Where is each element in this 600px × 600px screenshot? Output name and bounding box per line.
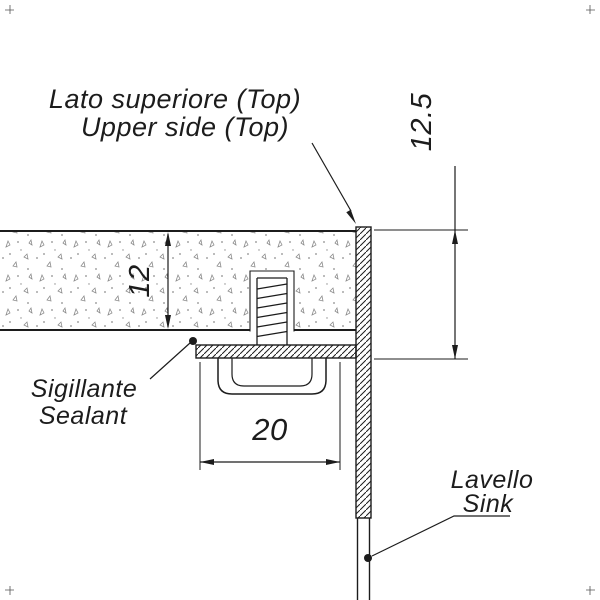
- countertop-section-fill: [0, 232, 356, 329]
- dim-arrow-down: [165, 315, 171, 329]
- frame-corner-ticks: [5, 5, 595, 595]
- leader-arrowhead: [346, 209, 356, 224]
- countertop-outline: [0, 230, 356, 331]
- label-sealant-english: Sealant: [39, 402, 128, 430]
- dimension-clamp-width: [199, 362, 341, 470]
- fixing-screw: [256, 277, 288, 345]
- leader-sink: [364, 515, 510, 562]
- dim-arrow-up: [165, 232, 171, 246]
- dim-arrow-up: [452, 230, 458, 244]
- label-sink-italian: Lavello: [451, 466, 534, 494]
- label-upper-side-english: Upper side (Top): [81, 112, 289, 142]
- dim-arrow-down: [452, 345, 458, 359]
- sink-clamp: [217, 358, 327, 395]
- dim-text-top-thickness: 12: [124, 264, 156, 297]
- sink-wall-section: [355, 226, 372, 519]
- leader-dot: [364, 554, 372, 562]
- label-sink-english: Sink: [463, 490, 515, 518]
- dim-text-clamp-width: 20: [251, 412, 287, 447]
- dimension-top-thickness: [165, 232, 171, 329]
- dim-text-rim-height: 12.5: [406, 92, 438, 151]
- sink-flange-section: [195, 344, 357, 359]
- leader-sealant: [149, 337, 197, 380]
- label-upper-side-italian: Lato superiore (Top): [49, 84, 301, 114]
- screw-threads: [256, 283, 288, 338]
- leader-upper-side: [311, 142, 356, 224]
- dimension-rim-height: [374, 166, 468, 360]
- label-sealant-italian: Sigillante: [31, 375, 137, 403]
- dim-arrow-right: [326, 459, 340, 465]
- leader-dot: [189, 337, 197, 345]
- dim-arrow-left: [200, 459, 214, 465]
